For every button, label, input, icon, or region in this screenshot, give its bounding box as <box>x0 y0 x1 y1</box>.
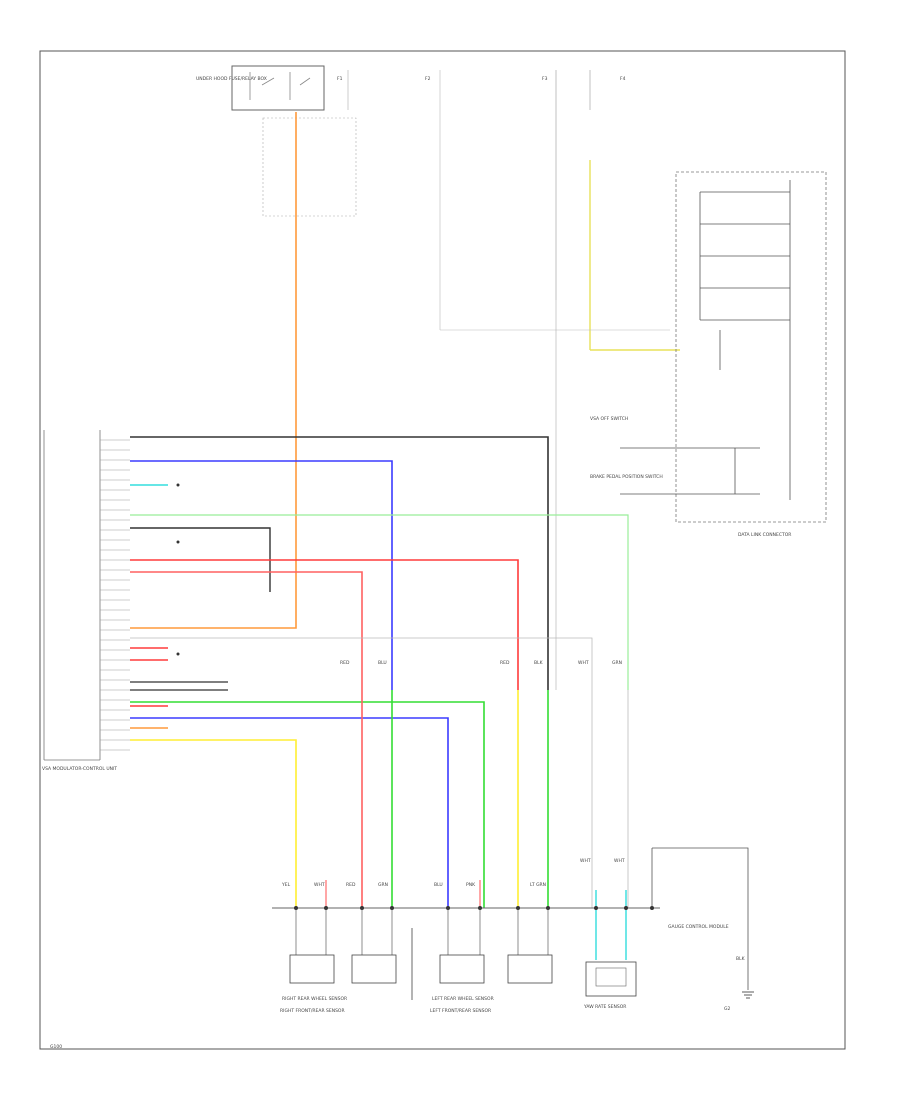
wire-yellow-a <box>130 739 297 908</box>
footer-code: G100 <box>50 1044 62 1050</box>
under-hood-relay-box <box>231 65 325 111</box>
rr-sensor-box-a <box>289 954 335 984</box>
wire-green-a <box>130 701 485 908</box>
lbl-grn-mid: GRN <box>612 660 622 666</box>
shield-icons <box>176 483 180 656</box>
dlc-area: DATA LINK CONNECTOR VSA OFF SWITCH BRAKE… <box>590 171 827 538</box>
wire-black-a <box>130 436 549 690</box>
wire-gray-a <box>130 637 593 690</box>
g2-label: G2 <box>724 1006 730 1012</box>
ground-icon <box>742 991 754 999</box>
outer-frame <box>39 50 846 1050</box>
lbl-wht: WHT <box>314 882 325 888</box>
lbl-red-mid-2: RED <box>500 660 510 666</box>
fuse-subbox <box>262 117 357 217</box>
wire-black-b <box>130 527 271 592</box>
yaw-sensor-box <box>585 961 637 997</box>
lbl-blu: BLU <box>434 882 443 888</box>
wire-blue-a <box>130 460 393 690</box>
wires <box>130 112 749 990</box>
lbl-blk-mid: BLK <box>534 660 544 666</box>
rr-sensor-box-b <box>351 954 397 984</box>
lower-wire-labels: YEL WHT RED GRN BLU PNK LT GRN WHT WHT B… <box>281 660 746 962</box>
rr-sensor-sub: RIGHT FRONT/REAR SENSOR <box>280 1008 345 1014</box>
vsa-module: VSA MODULATOR-CONTROL UNIT <box>42 430 130 772</box>
uh-label: UNDER HOOD FUSE/RELAY BOX <box>196 76 267 82</box>
dlc-box <box>675 171 827 523</box>
wire-lightgreen <box>130 514 629 690</box>
lbl-red: RED <box>346 882 356 888</box>
lbl-ltgrn: LT GRN <box>530 882 546 888</box>
fuse-lbl-c: F3 <box>542 76 548 82</box>
wire-red-a <box>130 559 519 690</box>
wire-orange <box>130 112 297 629</box>
top-fuse-area: UNDER HOOD FUSE/RELAY BOX F1 F2 F3 F4 <box>196 65 680 690</box>
brake-sw-label: BRAKE PEDAL POSITION SWITCH <box>590 474 663 480</box>
lbl-blu-mid: BLU <box>378 660 387 666</box>
lbl-yel: YEL <box>281 882 291 888</box>
lbl-wht-mid: WHT <box>578 660 589 666</box>
bottom-components: RIGHT REAR WHEEL SENSOR RIGHT FRONT/REAR… <box>280 908 730 1014</box>
lbl-pnk: PNK <box>466 882 476 888</box>
fuse-lbl-b: F2 <box>425 76 431 82</box>
lr-sensor-sub: LEFT FRONT/REAR SENSOR <box>430 1008 491 1014</box>
fuse-lbl-d: F4 <box>620 76 626 82</box>
lbl-wht-3: WHT <box>614 858 625 864</box>
wire-black-stubs <box>130 681 228 691</box>
rr-sensor-label: RIGHT REAR WHEEL SENSOR <box>282 996 347 1002</box>
lbl-red-mid: RED <box>340 660 350 666</box>
vsa-label: VSA MODULATOR-CONTROL UNIT <box>42 766 117 772</box>
lbl-blk: BLK <box>736 956 746 962</box>
lr-sensor-box-b <box>507 954 553 984</box>
fuse-lbl-a: F1 <box>337 76 343 82</box>
yaw-label: YAW RATE SENSOR <box>583 1004 626 1010</box>
vsa-off-label: VSA OFF SWITCH <box>590 416 628 422</box>
dlc-label: DATA LINK CONNECTOR <box>738 532 791 538</box>
wire-red-b <box>130 571 363 690</box>
lbl-wht-2: WHT <box>580 858 591 864</box>
lr-sensor-box-a <box>439 954 485 984</box>
lr-sensor-label: LEFT REAR WHEEL SENSOR <box>432 996 494 1002</box>
gauge-label: GAUGE CONTROL MODULE <box>668 924 729 930</box>
wire-red-stubs <box>130 647 168 661</box>
wire-blue-b <box>130 717 449 908</box>
lbl-grn: GRN <box>378 882 388 888</box>
